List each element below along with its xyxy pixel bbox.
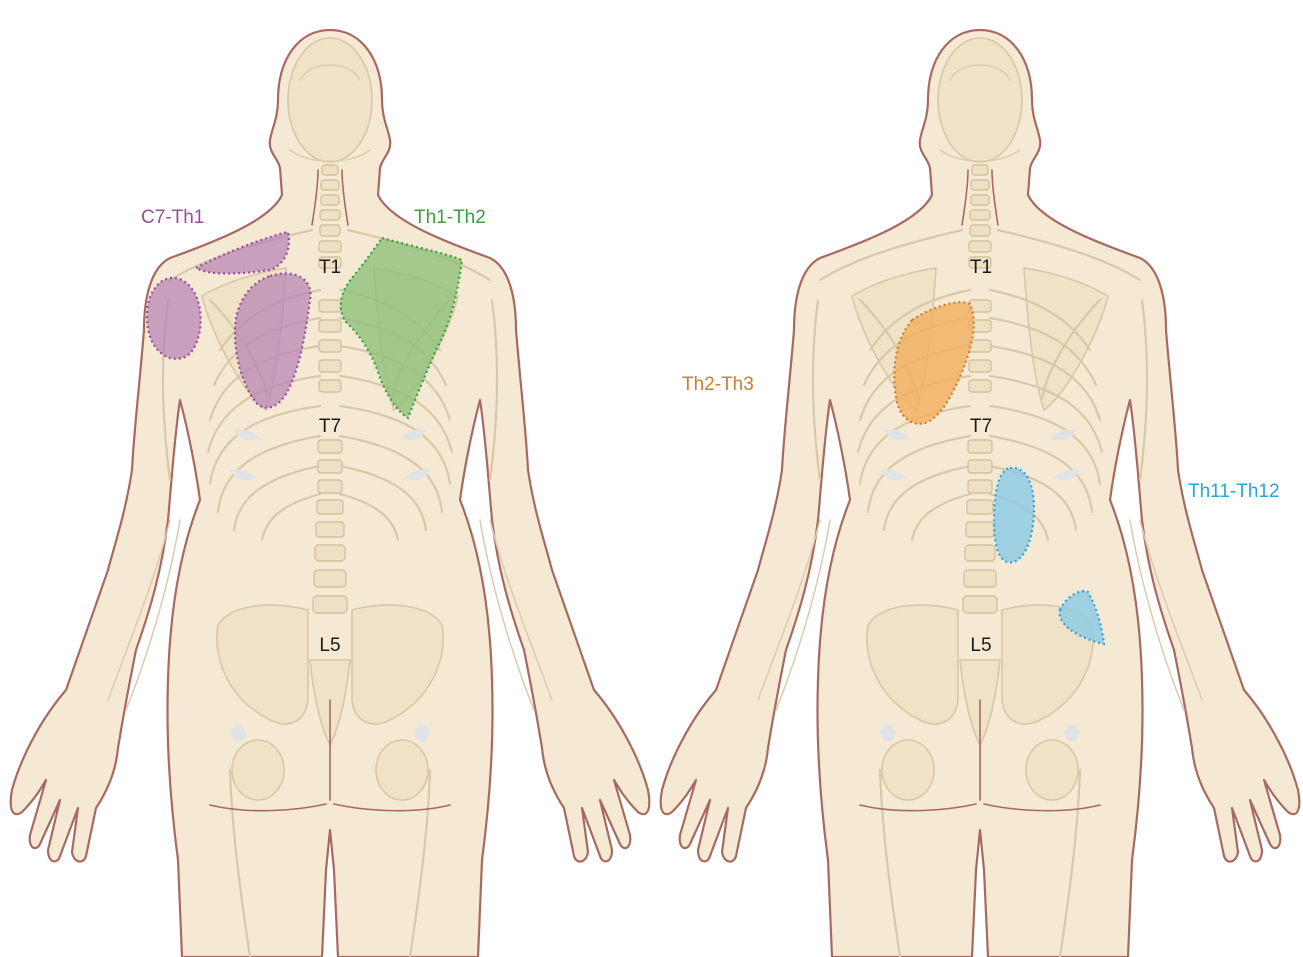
vertebra-label-l5: L5 xyxy=(319,635,340,656)
left-figure: T1 T7 L5 C7-Th1 Th1-Th2 xyxy=(11,30,650,957)
vertebra-label-t7: T7 xyxy=(970,416,992,437)
zone-label-th2-th3: Th2-Th3 xyxy=(682,374,754,395)
vertebra-label-t1: T1 xyxy=(970,257,992,278)
zone-label-th11-th12: Th11-Th12 xyxy=(1188,481,1280,502)
zone-label-th1-th2: Th1-Th2 xyxy=(414,207,486,228)
zone-label-c7-th1: C7-Th1 xyxy=(141,207,204,228)
vertebra-label-t1: T1 xyxy=(319,257,341,278)
vertebra-label-l5: L5 xyxy=(970,635,991,656)
vertebra-label-t7: T7 xyxy=(319,416,341,437)
body-outline xyxy=(11,30,650,957)
right-figure: T1 T7 L5 Th2-Th3 Th11-Th12 xyxy=(661,30,1300,957)
